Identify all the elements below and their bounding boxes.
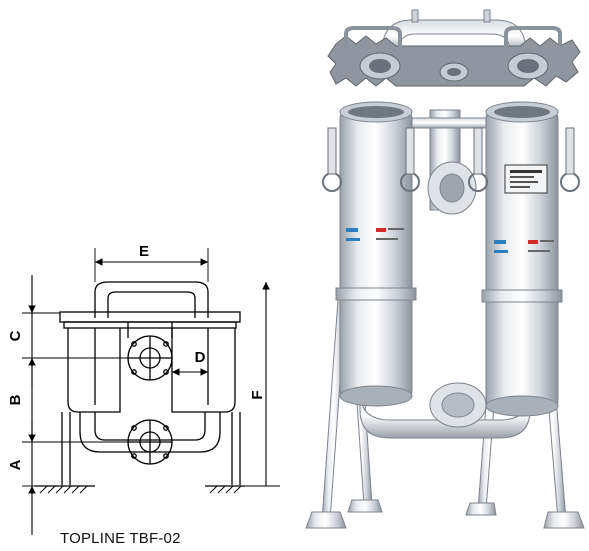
product-photo bbox=[305, 9, 585, 529]
eye-bolts bbox=[322, 127, 580, 192]
right-vessel bbox=[481, 101, 563, 417]
dimension-f-label: F bbox=[249, 390, 266, 399]
nameplate bbox=[504, 164, 548, 194]
top-manifold bbox=[327, 9, 581, 87]
dimension-e-label: E bbox=[139, 243, 149, 260]
left-vessel bbox=[335, 101, 417, 407]
dimension-b-label: B bbox=[7, 394, 24, 405]
dimension-c-label: C bbox=[7, 330, 24, 341]
dimension-d-label: D bbox=[195, 349, 206, 366]
center-riser bbox=[411, 109, 487, 215]
bottom-flange bbox=[429, 382, 487, 428]
model-caption: TOPLINE TBF-02 bbox=[60, 530, 181, 547]
dimension-a-label: A bbox=[7, 459, 24, 470]
technical-drawing bbox=[22, 248, 280, 535]
